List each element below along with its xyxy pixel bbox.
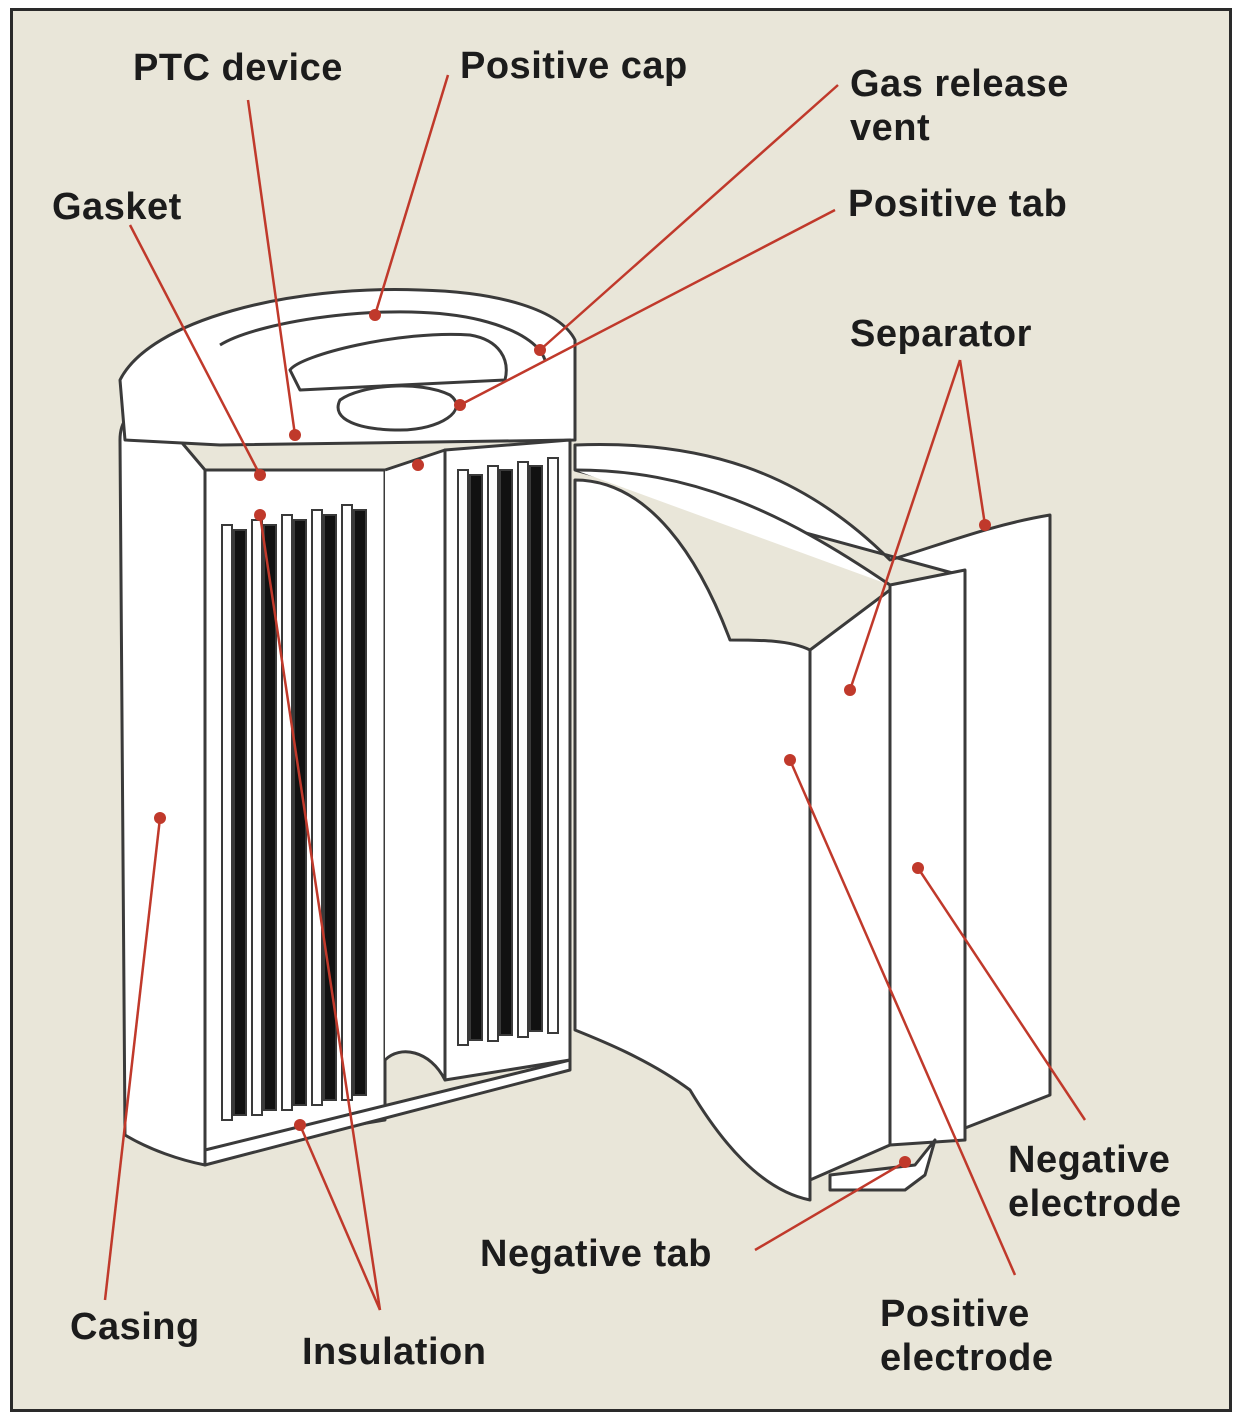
label-gas-release-vent: Gas release vent: [850, 63, 1069, 149]
leader-ptc-device: [246, 99, 297, 436]
vent-shape: [336, 384, 458, 432]
leader-lines: [103, 74, 1087, 1311]
leader-positive-cap: [373, 74, 450, 316]
label-negative-tab: Negative tab: [480, 1233, 712, 1275]
separator-sheet: [573, 443, 1052, 1132]
electrode-stack-right: [457, 457, 559, 1046]
label-negative-electrode: Negative electrode: [1008, 1139, 1182, 1225]
negative-tab-shape: [828, 1138, 937, 1192]
label-separator: Separator: [850, 313, 1032, 355]
label-insulation: Insulation: [302, 1331, 487, 1373]
negative-electrode-sheet: [574, 468, 967, 1147]
leader-negative-electrode: [916, 867, 1087, 1121]
leader-gas-release-vent: [539, 84, 839, 351]
label-positive-tab: Positive tab: [848, 183, 1068, 225]
positive-electrode-sheet: [573, 478, 812, 1202]
leader-positive-tab: [459, 208, 836, 407]
leader-positive-electrode: [788, 759, 1017, 1276]
label-ptc-device: PTC device: [133, 47, 343, 89]
label-casing: Casing: [70, 1306, 200, 1348]
leader-gasket: [128, 224, 262, 476]
leader-insulation-b: [298, 1124, 382, 1311]
leader-negative-tab: [754, 1160, 906, 1252]
label-gasket: Gasket: [52, 186, 182, 228]
label-positive-cap: Positive cap: [460, 45, 688, 87]
middle-sheet: [808, 588, 892, 1182]
label-positive-electrode: Positive electrode: [880, 1293, 1054, 1379]
leader-dots: [154, 309, 991, 1168]
leader-separator-a: [848, 359, 962, 691]
leader-insulation-a: [258, 514, 382, 1311]
leader-casing: [103, 817, 162, 1301]
electrode-stack-left: [221, 504, 367, 1121]
leader-separator-b: [958, 359, 987, 526]
